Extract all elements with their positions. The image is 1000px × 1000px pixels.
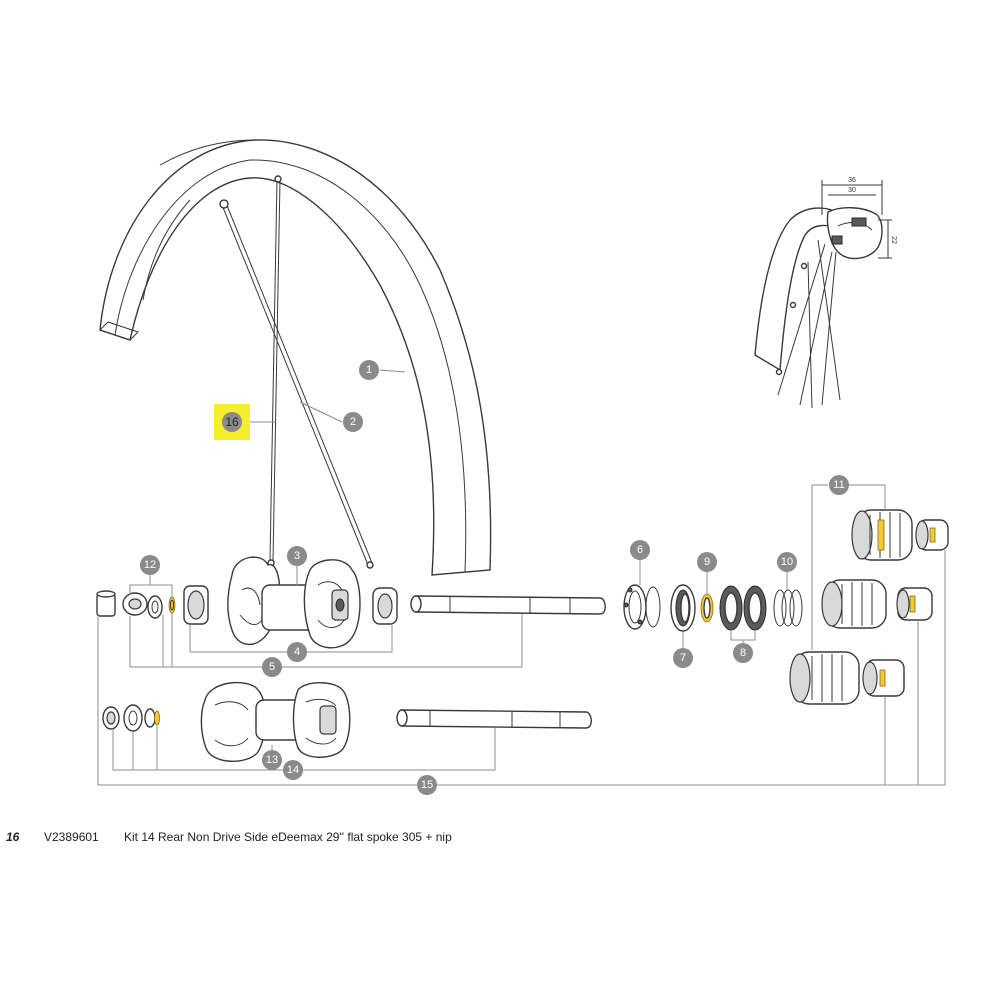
svg-text:16: 16 <box>225 415 239 429</box>
svg-text:13: 13 <box>266 754 278 766</box>
rim <box>99 139 492 576</box>
svg-text:1: 1 <box>366 364 372 376</box>
rim-profile-inset <box>754 180 892 409</box>
svg-text:7: 7 <box>680 652 686 664</box>
callout-15: 15 <box>417 775 437 795</box>
callout-16-highlighted[interactable]: 16 <box>214 404 250 440</box>
svg-text:14: 14 <box>287 764 299 776</box>
callout-6: 6 <box>630 540 650 560</box>
svg-text:11: 11 <box>833 479 844 491</box>
callout-12: 12 <box>140 555 160 575</box>
callout-11: 11 <box>829 475 849 495</box>
svg-text:5: 5 <box>269 661 275 673</box>
svg-text:2: 2 <box>350 416 356 428</box>
callout-1: 1 <box>359 360 379 380</box>
part-number: 16 <box>6 830 20 844</box>
svg-text:10: 10 <box>781 556 793 568</box>
svg-text:6: 6 <box>637 544 643 556</box>
callout-7: 7 <box>673 648 693 668</box>
callout-4: 4 <box>287 642 307 662</box>
freehub-bodies <box>789 509 949 705</box>
svg-text:9: 9 <box>704 556 710 568</box>
callout-13: 13 <box>262 750 282 770</box>
dimension-inner-width: 30 <box>848 187 856 194</box>
part-reference: V2389601 <box>44 830 99 844</box>
callout-5: 5 <box>262 657 282 677</box>
rim-dimensions: 36 30 22 <box>848 177 897 244</box>
lower-hub-assembly <box>102 681 592 762</box>
callout-14: 14 <box>283 760 303 780</box>
freehub-small-parts <box>623 584 803 632</box>
callout-9: 9 <box>697 552 717 572</box>
dimension-height: 22 <box>890 236 897 244</box>
dimension-outer-width: 36 <box>848 177 856 184</box>
upper-hub-assembly <box>96 556 606 649</box>
callout-10: 10 <box>777 552 797 572</box>
svg-text:8: 8 <box>740 647 746 659</box>
callout-3: 3 <box>287 546 307 566</box>
svg-text:12: 12 <box>144 559 156 571</box>
callout-8: 8 <box>733 643 753 663</box>
svg-text:3: 3 <box>294 550 300 562</box>
callout-2: 2 <box>343 412 363 432</box>
spokes <box>219 175 374 569</box>
svg-text:4: 4 <box>294 646 300 658</box>
part-description: Kit 14 Rear Non Drive Side eDeemax 29'' … <box>124 830 452 844</box>
svg-text:15: 15 <box>421 779 433 791</box>
